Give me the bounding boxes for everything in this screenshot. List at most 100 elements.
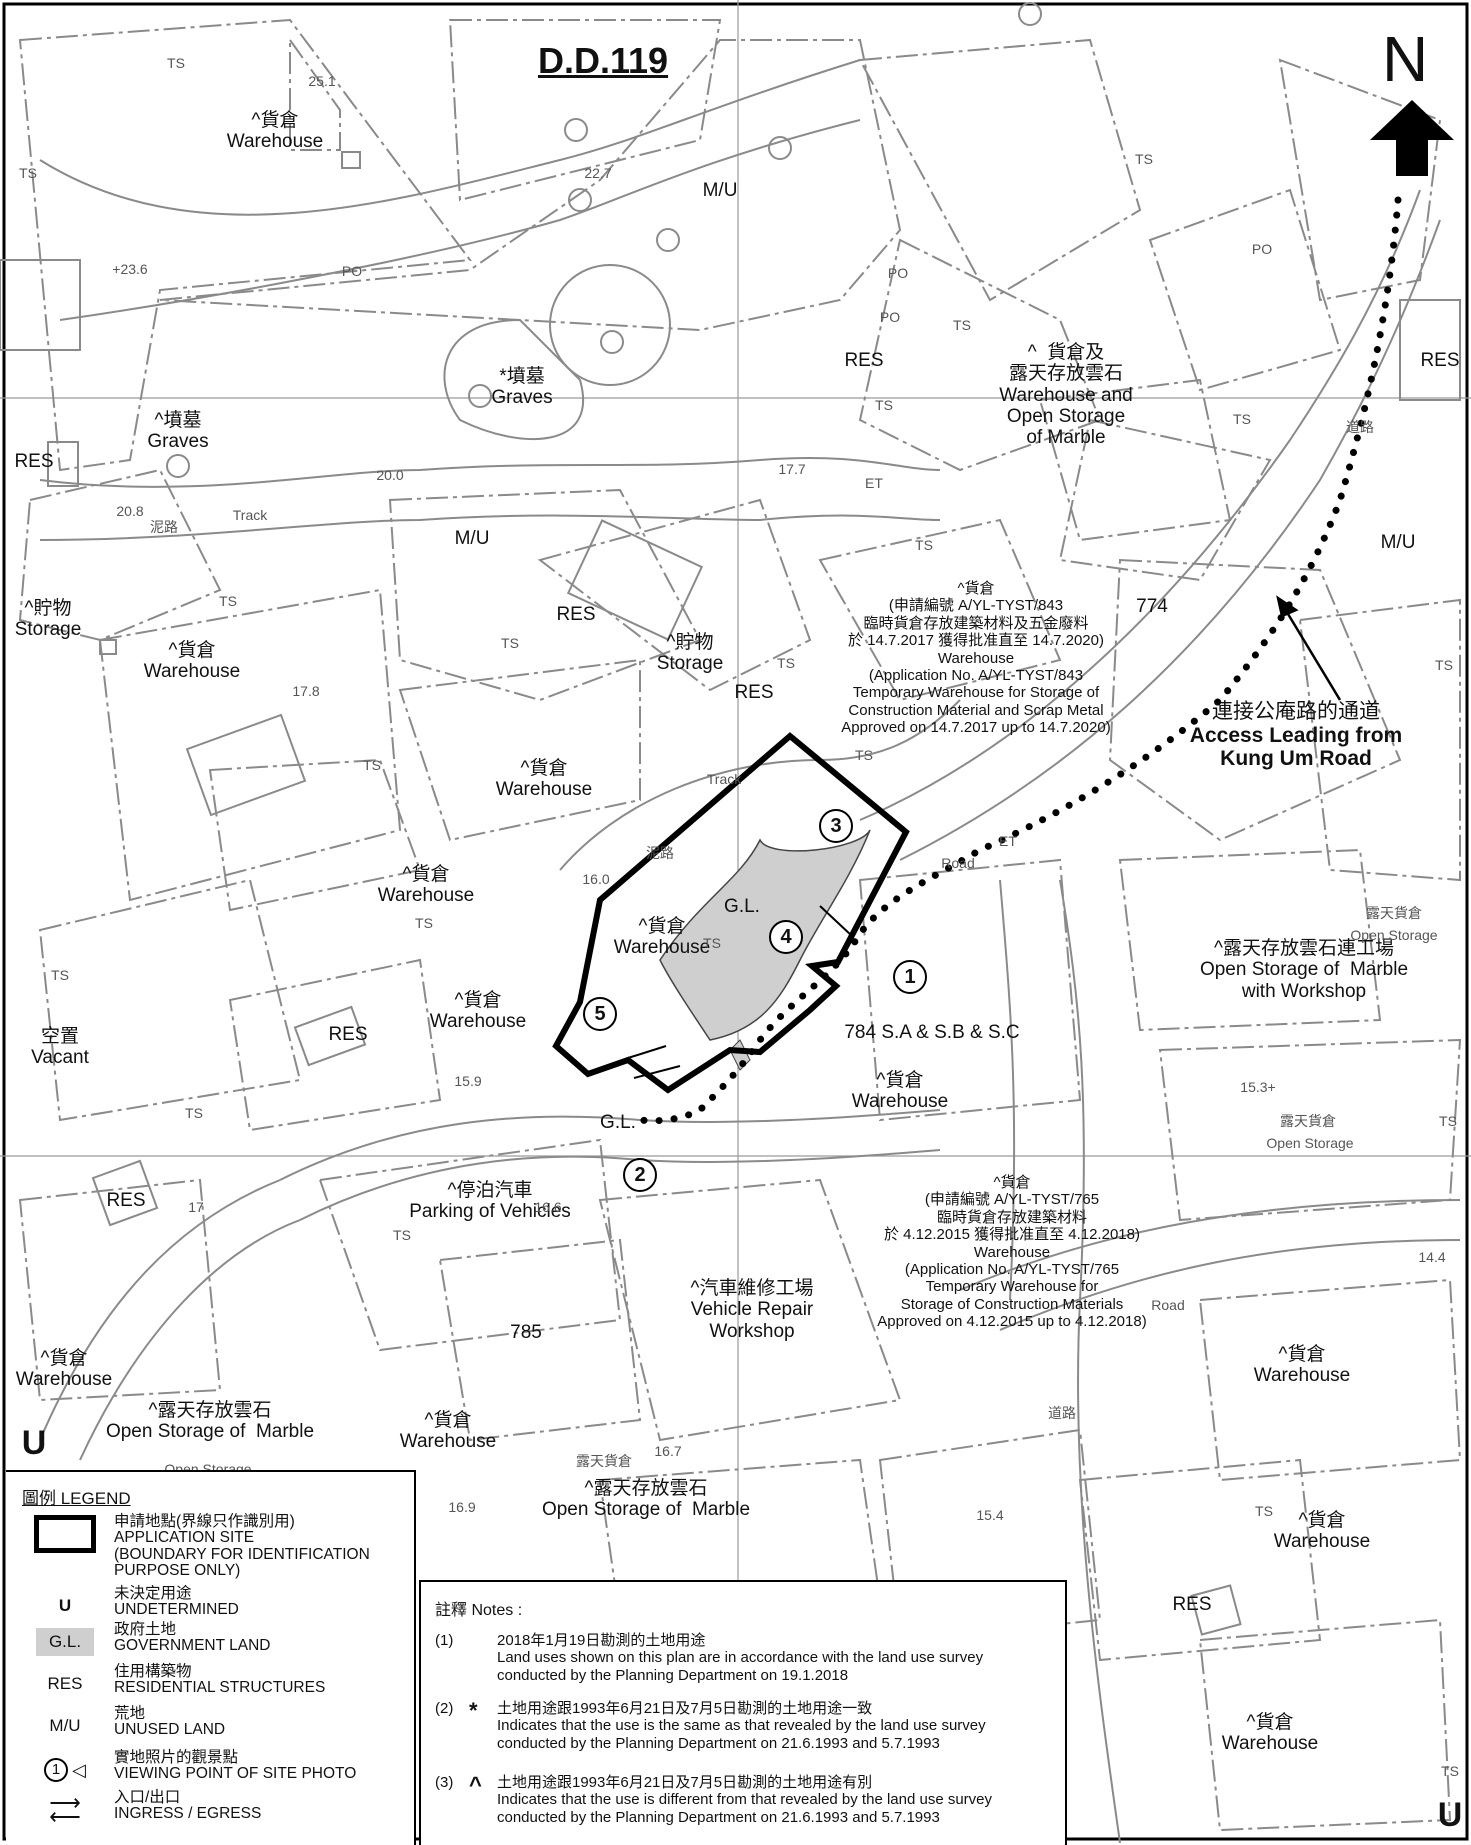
map-annotation: 20.8 — [116, 503, 144, 519]
label-en: 785 — [510, 1322, 542, 1343]
access-path — [636, 196, 1402, 1125]
label-en: Warehouse — [226, 131, 324, 153]
application-note-line: Warehouse — [973, 1243, 1051, 1261]
legend-text: 申請地點(界線只作識別用)APPLICATION SITE (BOUNDARY … — [114, 1513, 370, 1579]
legend-box: 圖例 LEGEND 申請地點(界線只作識別用)APPLICATION SITE … — [6, 1470, 416, 1845]
map-annotation: PO — [341, 263, 363, 279]
viewing-point-2: 2 — [623, 1158, 657, 1192]
site-box-icon — [34, 1515, 96, 1553]
legend-text-zh: 住用構築物 — [114, 1663, 192, 1680]
label-zh: ^露天存放雲石連工場 — [1214, 938, 1394, 959]
map-annotation: TS — [167, 55, 185, 71]
map-annotation: +23.6 — [112, 261, 148, 277]
map-annotation: TS — [703, 935, 721, 951]
legend-text-symbol: RES — [47, 1674, 83, 1693]
label-zh: ^貨倉 — [1298, 1510, 1346, 1531]
legend-site-symbol — [20, 1514, 110, 1554]
map-annotation: 16.0 — [582, 871, 610, 887]
map-annotation: 14.4 — [1418, 1249, 1446, 1265]
map-annotation: 露天貨倉 — [576, 1453, 632, 1469]
government-land-area — [659, 829, 871, 1041]
application-note-line: 於 14.7.2017 獲得批准直至 14.7.2020) — [848, 632, 1104, 650]
land-use-label-mu-east: M/U — [1381, 532, 1416, 553]
map-annotation: Open Storage — [1266, 1135, 1354, 1151]
label-zh: ^貨倉 — [251, 110, 299, 131]
application-note-line: ^貨倉 — [957, 580, 995, 597]
label-en: RES — [106, 1190, 146, 1211]
map-annotation: Road — [941, 855, 975, 871]
access-label-en2: Kung Um Road — [1220, 747, 1372, 771]
map-annotation: 16.6 — [534, 1199, 562, 1215]
map-annotation: 道路 — [1346, 419, 1374, 435]
label-zh: ^貯物 — [24, 598, 72, 619]
application-note-line: Construction Material and Scrap Metal — [848, 701, 1104, 719]
viewpoint-circle-icon: 1 — [44, 1758, 69, 1782]
label-zh: ^貨倉 — [402, 864, 450, 885]
label-en: Warehouse — [15, 1369, 113, 1391]
label-en: Storage — [656, 653, 724, 675]
map-annotation: TS — [501, 635, 519, 651]
land-use-label-res-se: RES — [1172, 1594, 1211, 1615]
legend-text-symbol: G.L. — [36, 1628, 94, 1656]
label-en: Warehouse and Open Storage of Marble — [999, 384, 1133, 449]
legend-text-symbol: M/U — [49, 1716, 81, 1735]
note-text-en: Land uses shown on this plan are in acco… — [497, 1649, 984, 1684]
legend-viewpoint-symbol: 1◁ — [20, 1750, 110, 1790]
legend-row: 申請地點(界線只作識別用)APPLICATION SITE (BOUNDARY … — [6, 1513, 414, 1578]
map-annotation: 15.9 — [454, 1073, 482, 1089]
map-annotation: TS — [915, 537, 933, 553]
application-note-line: Approved on 4.12.2015 up to 4.12.2018) — [877, 1313, 1147, 1331]
legend-text-symbol: U — [58, 1596, 72, 1615]
legend-text-zh: 實地照片的觀景點 — [114, 1749, 239, 1766]
label-en: Warehouse — [1253, 1365, 1351, 1387]
map-annotation: PO — [1251, 241, 1273, 257]
map-annotation: TS — [19, 165, 37, 181]
viewing-point-5: 5 — [583, 997, 617, 1031]
label-zh: ^貨倉 — [424, 1410, 472, 1431]
application-note-line: 臨時貨倉存放建築材料及五金廢料 — [863, 614, 1089, 632]
map-annotation: TS — [1439, 1113, 1457, 1129]
label-zh: *墳墓 — [499, 366, 545, 387]
legend-text-en: APPLICATION SITE (BOUNDARY FOR IDENTIFIC… — [114, 1529, 370, 1579]
application-note-line: 臨時貨倉存放建築材料 — [936, 1208, 1088, 1226]
label-zh: ^露天存放雲石 — [584, 1478, 708, 1499]
map-annotation: TS — [415, 915, 433, 931]
land-use-label-res-west: RES — [14, 451, 53, 472]
map-annotation: 15.3+ — [1240, 1079, 1276, 1095]
application-note-line: Temporary Warehouse for — [925, 1278, 1099, 1296]
map-annotation: TS — [855, 747, 873, 763]
legend-text-en: GOVERNMENT LAND — [114, 1637, 271, 1655]
application-note-line: Approved on 14.7.2017 up to 14.7.2020) — [841, 719, 1111, 737]
label-en: Open Storage of Marble — [105, 1421, 315, 1443]
land-use-label-mu-north: M/U — [703, 180, 738, 201]
application-note-line: Temporary Warehouse for Storage of — [852, 684, 1100, 702]
label-en: RES — [844, 350, 884, 371]
map-annotation: TS — [393, 1227, 411, 1243]
note-text-zh: 土地用途跟1993年6月21日及7月5日勘測的土地用途一致 — [497, 1700, 873, 1717]
land-use-label-lot-784: 784 S.A & S.B & S.C — [844, 1022, 1019, 1043]
land-use-label-lot-774: 774 — [1136, 596, 1168, 617]
label-zh: ^貨倉 — [876, 1070, 924, 1091]
label-en: G.L. — [600, 1112, 636, 1133]
land-use-label-lot-785: 785 — [510, 1322, 542, 1343]
viewing-point-4: 4 — [769, 920, 803, 954]
application-note-line: Warehouse — [937, 649, 1015, 667]
application-note-line: ^貨倉 — [993, 1174, 1031, 1191]
map-annotation: Road — [1151, 1297, 1185, 1313]
label-en: Parking of Vehicles — [409, 1201, 571, 1223]
note-text-en: Indicates that the use is the same as th… — [497, 1717, 986, 1752]
